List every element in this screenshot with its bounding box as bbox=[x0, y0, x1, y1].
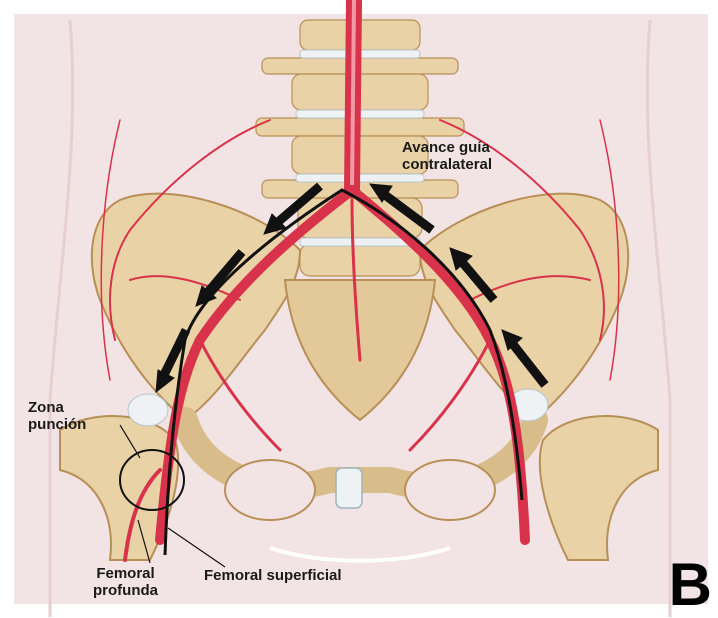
left-obturator bbox=[225, 460, 315, 520]
panel-letter: B bbox=[669, 555, 712, 615]
pubic-symphysis bbox=[336, 468, 362, 508]
left-femoral-head-cartilage bbox=[128, 394, 168, 426]
puncture-zone-label: Zona punción bbox=[28, 399, 86, 434]
femoral-superficial-label: Femoral superficial bbox=[204, 567, 342, 584]
femoral-profunda-label: Femoral profunda bbox=[93, 565, 158, 600]
right-obturator bbox=[405, 460, 495, 520]
guide-advance-label: Avance guía contralateral bbox=[402, 139, 492, 174]
